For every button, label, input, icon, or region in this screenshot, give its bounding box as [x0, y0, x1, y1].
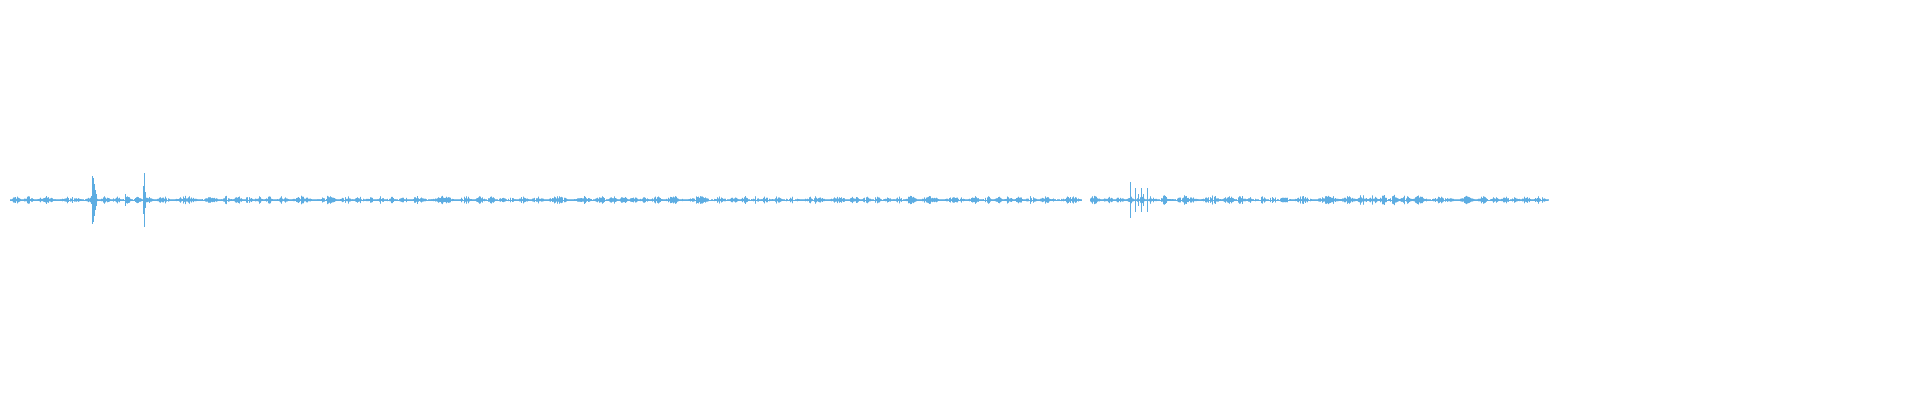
waveform-path — [10, 173, 1549, 227]
